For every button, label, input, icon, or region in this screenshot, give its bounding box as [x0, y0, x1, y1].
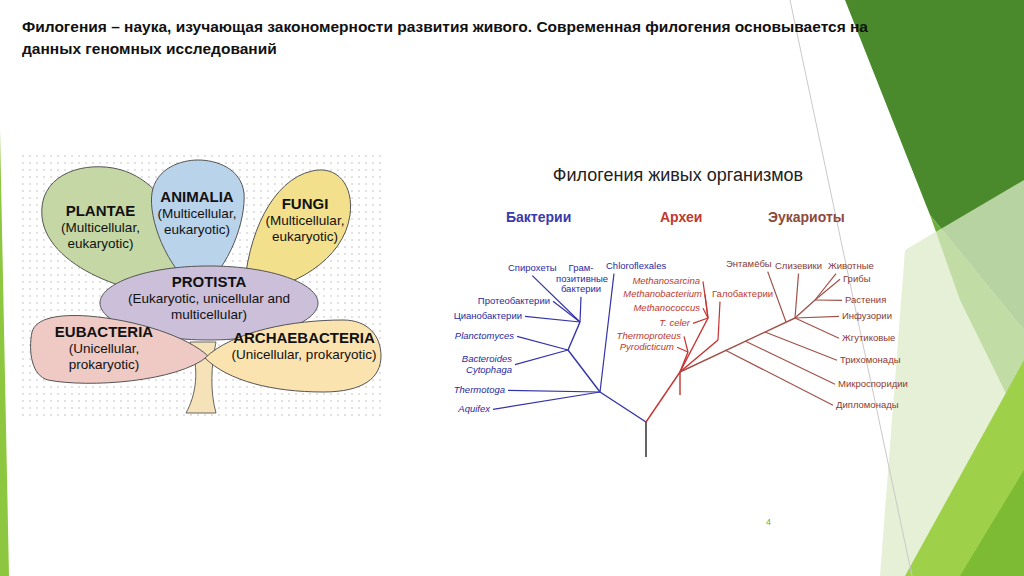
taxon-label: Микроспоридии	[838, 379, 908, 390]
tree-branch	[493, 392, 600, 409]
petal-text: PROTISTA(Eukaryotic, unicellular and mul…	[110, 273, 308, 323]
tree-branch	[795, 316, 839, 318]
kingdom-description: (Multicellular, eukaryotic)	[149, 206, 245, 238]
tree-branch	[645, 422, 646, 457]
kingdom-petal: EUBACTERIA(Unicellular, prokaryotic)	[28, 312, 210, 388]
petal-text: ARCHAEBACTERIA(Unicellular, prokaryotic)	[229, 329, 379, 363]
taxon-label: Methanosarcina	[632, 276, 700, 287]
kingdom-name: EUBACTERIA	[34, 323, 174, 341]
kingdom-name: ARCHAEBACTERIA	[229, 329, 379, 347]
taxon-label: Methanobacterium	[623, 289, 702, 300]
taxon-label: Растения	[845, 295, 886, 306]
tree-branch	[815, 274, 836, 300]
petal-text: EUBACTERIA(Unicellular, prokaryotic)	[34, 323, 174, 373]
tree-branch	[745, 341, 835, 384]
taxon-label: Pyrodicticum	[620, 342, 674, 353]
tree-branch	[525, 316, 580, 322]
tree-branch	[646, 372, 680, 422]
tree-branch	[600, 392, 646, 422]
taxon-label: Энтамёбы	[726, 259, 772, 270]
taxon-label: Цианобактерии	[454, 311, 522, 322]
facet	[960, 470, 1024, 576]
kingdom-description: (Unicellular, prokaryotic)	[34, 341, 174, 373]
kingdom-name: FUNGI	[260, 195, 350, 213]
tree-branch	[815, 279, 840, 300]
tree-branch	[568, 350, 600, 392]
petal-text: FUNGI(Multicellular, eukaryotic)	[260, 195, 350, 245]
tree-branch	[693, 318, 708, 323]
taxon-label: Chloroflexales	[606, 261, 666, 272]
taxon-label: Thermoproteus	[617, 331, 681, 342]
dot-grid	[20, 150, 386, 416]
tree-branch	[600, 274, 614, 392]
tree-title: Филогения живых организмов	[553, 165, 803, 185]
taxon-label: Галобактерии	[712, 289, 773, 300]
facet	[880, 180, 1024, 576]
taxon-label: Bacteroides Cytophaga	[452, 354, 512, 375]
kingdom-name: PROTISTA	[110, 273, 308, 291]
tree-branch	[684, 336, 688, 352]
taxon-label: Planctomyces	[455, 331, 514, 342]
tree-branch	[515, 350, 568, 365]
taxon-label: Грам- позитивные бактерии	[556, 263, 606, 295]
kingdom-description: (Multicellular, eukaryotic)	[53, 220, 148, 252]
tree-branch	[725, 350, 833, 405]
taxon-label: Протеобактерии	[478, 296, 550, 307]
slide-title: Филогения – наука, изучающая закономерно…	[22, 16, 888, 60]
taxon-label: Инфузории	[842, 311, 892, 322]
tree-branch	[677, 347, 688, 352]
taxon-label: Животные	[828, 261, 874, 272]
domain-label: Археи	[660, 210, 702, 226]
tree-branch	[517, 336, 568, 350]
tree-branch	[508, 390, 600, 392]
facet	[905, 360, 1024, 576]
taxon-label: Трихомонады	[840, 355, 901, 366]
taxon-label: Спирохеты	[508, 263, 557, 274]
petal-text: PLANTAE(Multicellular, eukaryotic)	[53, 202, 148, 252]
kingdom-name: PLANTAE	[53, 202, 148, 220]
tree-branch	[568, 322, 580, 350]
taxon-label: Methanococcus	[633, 303, 700, 314]
taxon-label: Слизевики	[775, 261, 822, 272]
tree-branch	[718, 302, 720, 340]
petal-text: ANIMALIA(Multicellular, eukaryotic)	[149, 188, 245, 238]
kingdom-petal: ARCHAEBACTERIA(Unicellular, prokaryotic)	[203, 316, 383, 394]
kingdom-description: (Eukaryotic, unicellular and multicellul…	[110, 291, 308, 323]
domain-label: Эукариоты	[768, 210, 845, 226]
kingdom-description: (Multicellular, eukaryotic)	[260, 213, 350, 245]
tree-branch	[795, 300, 815, 318]
tree-branch	[580, 297, 581, 322]
kingdom-name: ANIMALIA	[149, 188, 245, 206]
taxon-label: Жгутиковые	[842, 333, 895, 344]
tree-branch	[679, 372, 680, 395]
deco-line	[790, 0, 912, 576]
tree-branch	[680, 318, 795, 372]
taxon-label: Thermotoga	[454, 385, 505, 396]
tree-branch	[795, 274, 799, 318]
taxon-label: Грибы	[843, 274, 870, 285]
domain-label: Бактерии	[506, 210, 571, 226]
petal-outline	[205, 320, 381, 392]
tree-branch	[795, 318, 839, 338]
tree-branch	[703, 281, 708, 318]
taxon-label: Дипломонады	[836, 400, 899, 411]
petal-outline	[31, 316, 208, 384]
taxon-label: Aquifex	[458, 404, 490, 415]
edge-strip	[0, 130, 9, 576]
tree-branch	[815, 299, 842, 301]
page-number: 4	[766, 517, 771, 527]
taxon-label: T. celer	[659, 318, 690, 329]
kingdom-description: (Unicellular, prokaryotic)	[229, 347, 379, 363]
